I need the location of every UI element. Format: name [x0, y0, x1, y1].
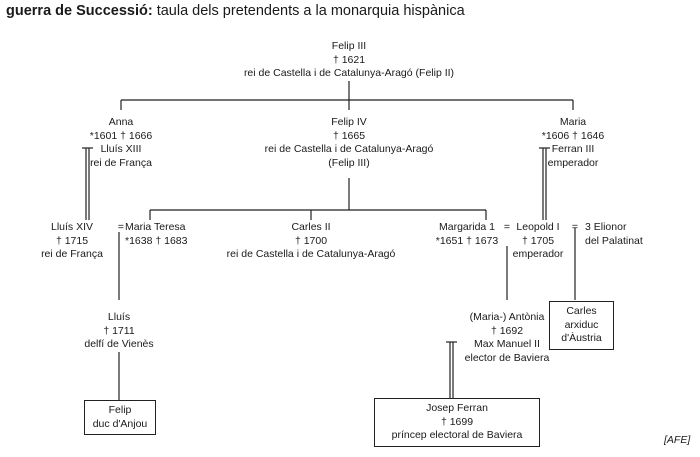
node-dates: *1638 † 1683: [125, 234, 188, 247]
node-antonia: (Maria-) Antònia † 1692 Max Manuel II el…: [452, 311, 562, 365]
title-rest: taula dels pretendents a la monarquia hi…: [152, 3, 465, 19]
node-name: Maria: [559, 116, 587, 128]
node-spouse: Ferran III: [551, 143, 595, 155]
node-title: del Palatinat: [585, 234, 643, 247]
node-title: rei de Castella i de Catalunya-Aragó: [226, 248, 396, 260]
marriage-sign-margarida: =: [503, 221, 511, 233]
node-spouse: Lluís XIII: [100, 143, 142, 155]
node-name: Lluís XIV: [50, 221, 94, 233]
node-name: Leopold I: [516, 221, 560, 233]
node-name: Maria Teresa: [125, 221, 186, 233]
page-title: guerra de Successió: taula dels pretende…: [6, 3, 465, 19]
node-title: delfí de Vienès: [84, 338, 154, 350]
node-felip-anjou: Felip duc d'Anjou: [84, 400, 156, 435]
node-title-2: (Felip III): [328, 156, 370, 169]
node-dates: *1601 † 1666: [89, 129, 153, 142]
node-dates: † 1715: [55, 234, 89, 247]
node-name: 3 Elionor: [585, 221, 627, 233]
node-felip-iii: Felip III † 1621 rei de Castella i de Ca…: [219, 40, 479, 81]
node-title: arxiduc: [564, 318, 599, 331]
node-name: Josep Ferran: [426, 402, 488, 414]
node-dates: *1651 † 1673: [435, 234, 499, 247]
node-name: Lluís: [107, 311, 131, 323]
node-lluis-xiv: Lluís XIV † 1715 rei de França: [32, 221, 112, 262]
marriage-sign-lluis14: =: [117, 221, 125, 233]
node-name: Margarida 1: [438, 221, 496, 233]
node-name: Felip: [108, 404, 132, 416]
node-spouse: Max Manuel II: [474, 338, 540, 350]
node-title: emperador: [547, 156, 599, 169]
node-dates: † 1705: [521, 234, 555, 247]
node-title: príncep electoral de Baviera: [391, 429, 523, 441]
node-dates: † 1665: [332, 129, 366, 142]
node-title: rei de Castella i de Catalunya-Aragó: [264, 143, 434, 155]
node-title-2: d'Àustria: [561, 332, 602, 344]
node-maria-teresa: Maria Teresa *1638 † 1683: [125, 221, 197, 248]
node-dates: † 1699: [440, 415, 474, 428]
node-title: rei de França: [41, 248, 103, 260]
node-title: elector de Baviera: [464, 351, 550, 364]
node-name: Carles II: [291, 221, 331, 233]
node-carles-arxiduc: Carles arxiduc d'Àustria: [549, 301, 614, 350]
node-name: Anna: [108, 116, 134, 128]
node-name: Felip III: [331, 40, 367, 52]
node-dates: † 1711: [103, 324, 135, 337]
node-name: (Maria-) Antònia: [469, 311, 545, 323]
node-josep-ferran: Josep Ferran † 1699 príncep electoral de…: [374, 398, 540, 447]
node-dates: *1606 † 1646: [541, 129, 605, 142]
node-maria: Maria *1606 † 1646 Ferran III emperador: [533, 116, 613, 170]
node-name: Carles: [566, 305, 597, 317]
node-title: rei de França: [90, 156, 152, 169]
node-title: emperador: [512, 248, 564, 260]
node-anna: Anna *1601 † 1666 Lluís XIII rei de Fran…: [81, 116, 161, 170]
title-bold: guerra de Successió:: [6, 3, 153, 19]
node-dates: † 1621: [332, 53, 366, 66]
node-lluis: Lluís † 1711 delfí de Vienès: [69, 311, 169, 352]
node-elionor: 3 Elionor del Palatinat: [585, 221, 665, 248]
node-dates: † 1700: [294, 234, 328, 247]
node-margarida: Margarida 1 *1651 † 1673: [432, 221, 502, 248]
node-leopold: Leopold I † 1705 emperador: [508, 221, 568, 262]
marriage-sign-leopold: =: [571, 221, 579, 233]
node-felip-iv: Felip IV † 1665 rei de Castella i de Cat…: [249, 116, 449, 170]
node-title: duc d'Anjou: [92, 417, 148, 430]
node-title: rei de Castella i de Catalunya-Aragó (Fe…: [243, 67, 455, 79]
node-dates: † 1692: [490, 324, 524, 337]
node-carles-ii: Carles II † 1700 rei de Castella i de Ca…: [216, 221, 406, 262]
node-name: Felip IV: [331, 116, 367, 128]
credit-label: [AFE]: [664, 434, 691, 446]
